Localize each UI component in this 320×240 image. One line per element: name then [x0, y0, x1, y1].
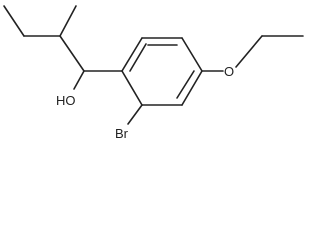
bond-carbinol-oh [73, 70, 85, 90]
bond-ch-methyl [59, 5, 77, 37]
bond-o-ch2 [235, 35, 263, 68]
ring-bond-1-2 [121, 37, 143, 72]
bond-ch-carbinol [59, 35, 85, 72]
bond-ring-br [127, 104, 143, 125]
ring-bond-4-5 [181, 70, 203, 106]
ring-bond-6-1 [121, 70, 143, 106]
hydroxyl-label: HO [56, 93, 76, 108]
ring-double-bond-a [129, 43, 147, 72]
bond-ethyl-ch3 [3, 5, 25, 37]
structure-canvas: HO Br O [3, 5, 304, 141]
ring-double-bond-c [176, 70, 195, 99]
bromine-label: Br [115, 126, 129, 141]
ether-oxygen-label: O [224, 64, 234, 79]
ring-bond-3-4 [181, 37, 203, 72]
